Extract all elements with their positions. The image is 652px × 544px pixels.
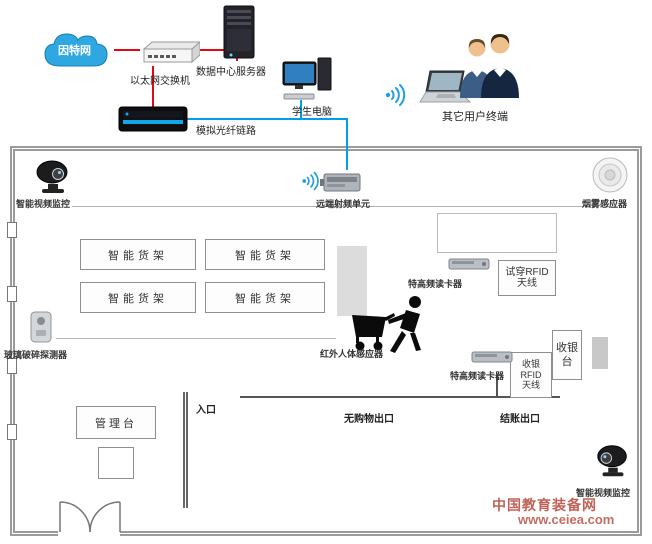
checkout-divider-wall xyxy=(496,374,498,396)
fiber-link-line-h xyxy=(186,118,348,120)
camera-bottom-right-icon xyxy=(593,441,633,485)
watermark-line2: www.ceiea.com xyxy=(518,512,615,527)
fiber-link-line-v xyxy=(346,118,348,170)
infrared-label: 红外人体感应器 xyxy=(320,349,384,359)
watermark-line1: 中国教育装备网 xyxy=(492,497,597,513)
wall-tick-3 xyxy=(7,358,17,374)
management-desk: 管理台 xyxy=(76,406,156,439)
cashier-desk: 收银台 xyxy=(552,330,582,380)
smart-shelf-4: 智能货架 xyxy=(205,282,325,313)
server-label: 数据中心服务器 xyxy=(196,67,266,78)
rru-label: 远端射频单元 xyxy=(316,199,371,209)
exit-checkout-label: 结账出口 xyxy=(500,414,540,425)
entrance-wall xyxy=(183,392,188,508)
rru-icon xyxy=(318,167,364,197)
glass-detector-label: 玻璃破碎探测器 xyxy=(4,350,68,360)
other-terminals-label: 其它用户终端 xyxy=(442,111,508,123)
wifi-icon xyxy=(383,82,409,108)
exit-wall xyxy=(240,396,560,398)
entrance-label: 入口 xyxy=(196,405,216,416)
cashier-antenna-line1: 收银 xyxy=(521,359,540,370)
door-opening-mask xyxy=(58,529,120,537)
cashier-antenna-line3: 天线 xyxy=(521,380,540,391)
smart-shelf-1: 智能货架 xyxy=(80,239,196,270)
wall-tick-2 xyxy=(7,286,17,302)
camera-top-left-icon xyxy=(32,156,74,196)
door-icon xyxy=(56,478,124,534)
uhf-reader-cashier-label: 特高频读卡器 xyxy=(450,371,505,381)
uhf-reader-fitting-label: 特高频读卡器 xyxy=(408,279,463,289)
ethernet-switch-icon xyxy=(138,40,202,68)
fitting-room-counter xyxy=(437,213,557,253)
cashier-side-block xyxy=(592,337,608,369)
cable-pc-fiber xyxy=(300,100,302,119)
camera-top-left-label: 智能视频监控 xyxy=(16,199,71,209)
users-icon xyxy=(450,30,522,98)
pillar xyxy=(337,246,367,316)
pc-label: 学生电脑 xyxy=(292,107,332,118)
server-icon xyxy=(222,5,258,61)
uhf-reader-fitting-icon xyxy=(447,255,493,273)
management-side-table xyxy=(98,447,134,479)
shopper-cart-icon xyxy=(336,293,434,357)
wall-tick-4 xyxy=(7,424,17,440)
smoke-sensor-label: 烟雾感应器 xyxy=(582,199,628,209)
laptop-icon xyxy=(418,70,472,108)
glass-detector-icon xyxy=(28,310,54,344)
cashier-antenna-box: 收银 RFID 天线 xyxy=(510,352,552,398)
internet-cloud-icon xyxy=(40,26,120,72)
wall-tick-1 xyxy=(7,222,17,238)
smart-shelf-3: 智能货架 xyxy=(80,282,196,313)
fiber-link-label: 模拟光纤链路 xyxy=(196,126,256,137)
cashier-antenna-line2: RFID xyxy=(520,369,542,380)
infrared-line xyxy=(56,338,336,339)
smoke-sensor-icon xyxy=(590,156,630,194)
uhf-reader-cashier-icon xyxy=(470,348,516,366)
rru-wifi-icon xyxy=(300,170,322,192)
smart-shelf-2: 智能货架 xyxy=(205,239,325,270)
camera-bottom-right-label: 智能视频监控 xyxy=(576,488,631,498)
cable-internet-switch xyxy=(114,49,140,51)
fiber-rack-icon xyxy=(118,106,188,132)
internet-label: 因特网 xyxy=(58,45,91,57)
student-pc-icon xyxy=(282,56,334,102)
fitting-antenna-line1: 试穿RFID xyxy=(505,266,549,278)
cable-switch-rack xyxy=(152,66,154,108)
exit-no-purchase-label: 无购物出口 xyxy=(344,414,394,425)
fitting-antenna-box: 试穿RFID 天线 xyxy=(498,260,556,296)
sensor-bus-line xyxy=(72,206,584,207)
cable-switch-server-h xyxy=(198,49,238,51)
switch-label: 以太网交换机 xyxy=(130,76,190,87)
fitting-antenna-line2: 天线 xyxy=(517,278,537,289)
